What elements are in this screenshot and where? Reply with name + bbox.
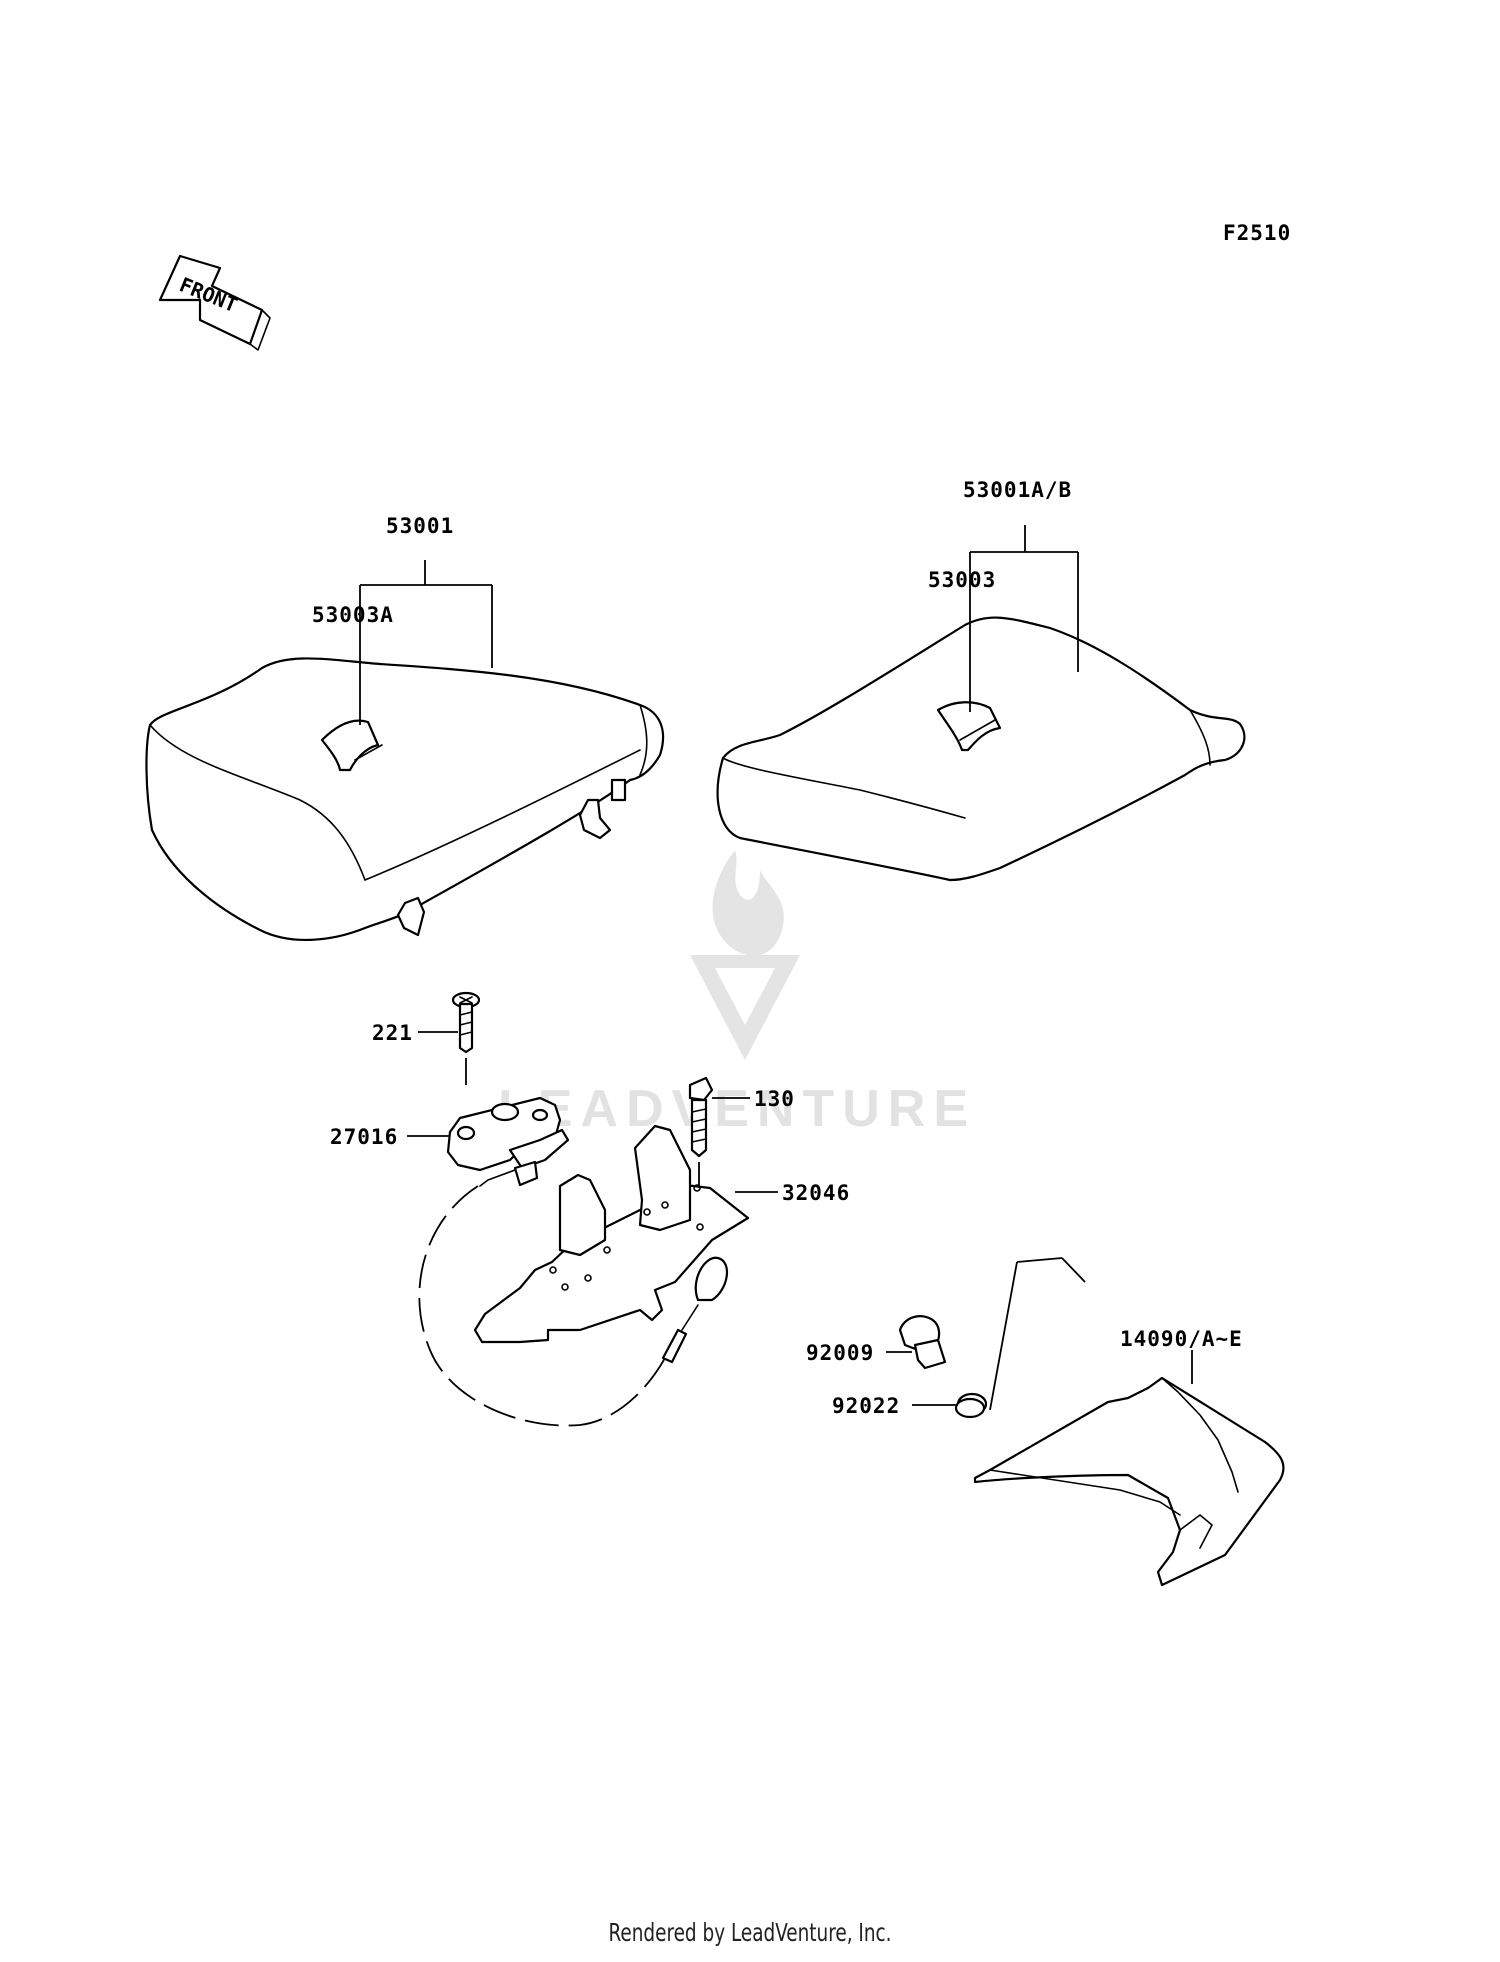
seat-lock-27016 bbox=[446, 1096, 570, 1187]
plug-92009 bbox=[898, 1315, 947, 1370]
callout-32046: 32046 bbox=[782, 1181, 850, 1205]
callout-92009: 92009 bbox=[806, 1341, 874, 1365]
cover-14090 bbox=[973, 1376, 1285, 1587]
rear-seat bbox=[716, 616, 1246, 882]
callout-130: 130 bbox=[754, 1087, 795, 1111]
figure-code: F2510 bbox=[1223, 221, 1291, 245]
washer-92022 bbox=[954, 1392, 988, 1419]
callout-53001: 53001 bbox=[386, 514, 454, 538]
callout-53003: 53003 bbox=[928, 568, 996, 592]
callout-53001A-B: 53001A/B bbox=[963, 478, 1072, 502]
bracket-32046 bbox=[473, 1124, 750, 1344]
screw-221 bbox=[451, 991, 481, 1085]
callout-53003A: 53003A bbox=[312, 603, 394, 627]
leader-lines bbox=[359, 525, 1193, 1411]
bolt-130 bbox=[688, 1076, 714, 1188]
watermark-text: LEADVENTURE bbox=[498, 1080, 976, 1138]
callout-27016: 27016 bbox=[330, 1125, 398, 1149]
callout-14090: 14090/A~E bbox=[1120, 1327, 1243, 1351]
callout-92022: 92022 bbox=[832, 1394, 900, 1418]
release-cable bbox=[418, 1185, 729, 1427]
footer-credit: Rendered by LeadVenture, Inc. bbox=[608, 1918, 892, 1947]
front-seat bbox=[145, 657, 665, 942]
leadventure-watermark-logo: LEADVENTURE bbox=[498, 850, 976, 1138]
callout-221: 221 bbox=[372, 1021, 413, 1045]
front-arrow-icon: FRONT bbox=[158, 254, 271, 351]
